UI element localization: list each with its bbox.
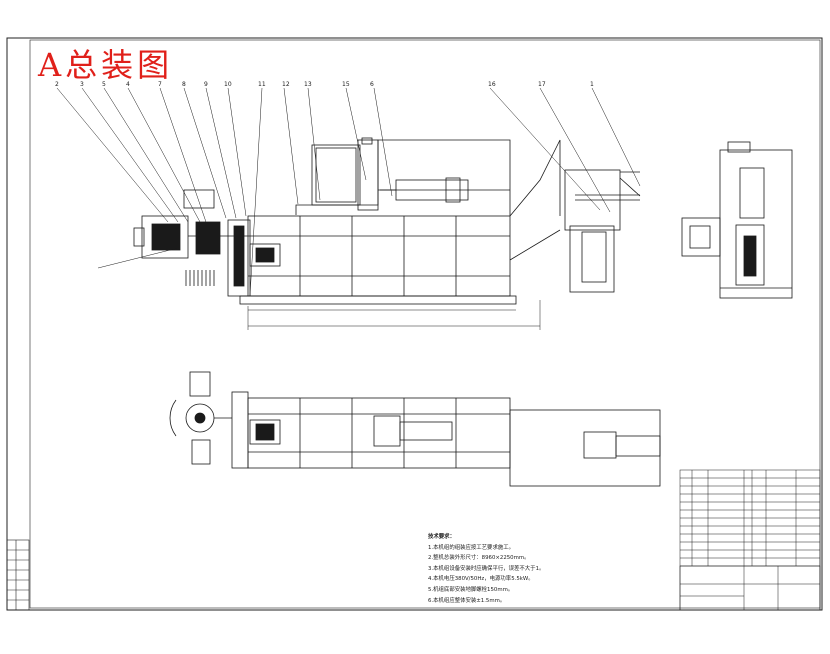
front-view — [133, 137, 641, 330]
balloon: 6 — [370, 81, 374, 88]
side-view — [681, 141, 793, 299]
balloon: 17 — [538, 81, 546, 88]
balloon: 5 — [102, 81, 106, 88]
balloon: 13 — [304, 81, 312, 88]
parts-list — [679, 469, 821, 611]
note-line: 1.本机组的组装应按工艺要求施工。 — [428, 544, 515, 551]
technical-notes: 技术要求： 1.本机组的组装应按工艺要求施工。 2.整机总装外形尺寸：8960×… — [428, 532, 668, 606]
flywheel-icon — [183, 189, 221, 286]
main-frame — [247, 215, 511, 297]
outer-frame — [6, 37, 823, 611]
binding-strip — [6, 539, 30, 611]
balloon: 1 — [590, 81, 594, 88]
top-view — [169, 371, 661, 487]
note-line: 2.整机总装外形尺寸：8960×2250mm。 — [428, 555, 530, 562]
balloon: 8 — [182, 81, 186, 88]
balloon: 16 — [488, 81, 496, 88]
balloon: 12 — [282, 81, 290, 88]
note-line: 5.机组底部安装地脚螺栓150mm。 — [428, 586, 514, 593]
balloon: 2 — [55, 81, 59, 88]
balloon: 10 — [224, 81, 232, 88]
leader-lines — [56, 87, 641, 297]
balloon: 15 — [342, 81, 350, 88]
drawing-title: A总装图 — [38, 46, 174, 84]
balloon: 9 — [204, 81, 208, 88]
hopper-icon — [311, 144, 361, 206]
balloon: 11 — [258, 81, 266, 88]
note-line: 4.本机电压380V/50Hz，电源功率5.5kW。 — [428, 576, 534, 583]
balloon-labels: 2 3 5 4 7 8 9 10 11 12 13 15 6 16 17 1 — [55, 81, 594, 88]
balloon: 7 — [158, 81, 162, 88]
inner-frame — [29, 39, 821, 609]
note-line: 3.本机组设备安装时应确保平行，误差不大于1。 — [428, 565, 545, 572]
balloon: 4 — [126, 81, 130, 88]
notes-header: 技术要求： — [428, 534, 455, 540]
balloon: 3 — [80, 81, 84, 88]
note-line: 6.本机组应整体安装±1.5mm。 — [428, 597, 506, 604]
